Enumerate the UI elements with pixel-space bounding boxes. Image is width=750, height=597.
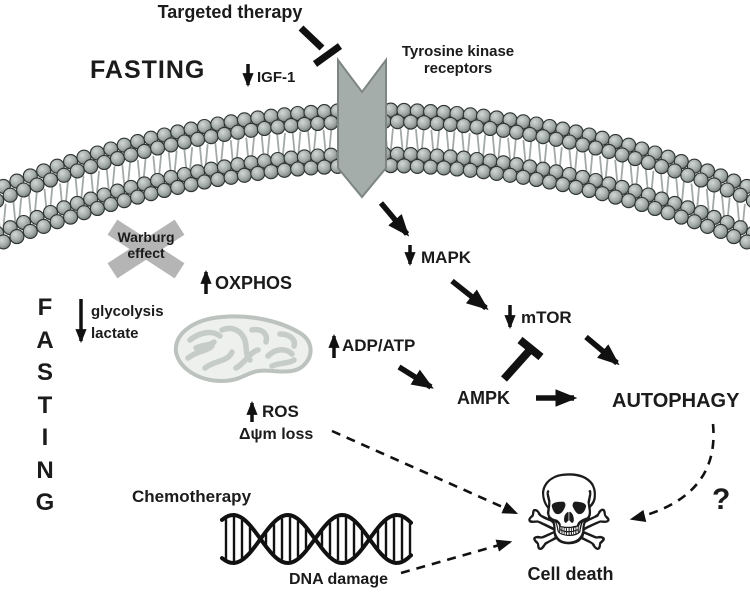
psi-m-loss-label: Δψm loss xyxy=(239,426,314,443)
cell-death-label: Cell death xyxy=(527,564,614,584)
membrane-lipid-tails xyxy=(0,128,746,230)
adp-to-ampk-arrow xyxy=(397,364,434,390)
receptor-to-mapk-arrow xyxy=(378,201,410,237)
tyrosine-kinase-receptor-icon xyxy=(337,57,387,199)
dna-helix-icon xyxy=(220,513,413,565)
warburg-x-icon xyxy=(107,219,185,279)
question-mark-label: ? xyxy=(712,483,731,516)
mtor-label: mTOR xyxy=(521,308,572,327)
oxphos-label: OXPHOS xyxy=(215,273,293,293)
dna-damage-to-cell-death-dashed-arrow xyxy=(400,539,513,575)
chemotherapy-label: Chemotherapy xyxy=(132,487,252,506)
dna-damage-label: DNA damage xyxy=(289,571,388,588)
tyrosine-kinase-receptors-label: Tyrosine kinase receptors xyxy=(401,43,515,77)
mapk-label: MAPK xyxy=(421,248,472,267)
autophagy-label: AUTOPHAGY xyxy=(612,390,740,412)
mitochondrion-icon xyxy=(173,314,313,384)
warburg-effect-label: Warburg effect xyxy=(117,229,175,261)
targeted-therapy-label: Targeted therapy xyxy=(157,2,303,22)
ros-label: ROS xyxy=(262,402,299,421)
mapk-to-mtor-arrow xyxy=(450,278,489,311)
ampk-inhibits-mtor-arrow xyxy=(501,336,544,382)
igf1-label: IGF-1 xyxy=(257,69,296,86)
adp-atp-label: ADP/ATP xyxy=(342,336,416,355)
skull-crossbones-icon: ☠ xyxy=(521,456,617,573)
fasting-vertical-label: F A S T I N G xyxy=(35,294,55,516)
autophagy-to-cell-death-dashed-arrow xyxy=(629,423,715,522)
mtor-to-autophagy-arrow xyxy=(584,334,620,366)
fasting-top-label: FASTING xyxy=(90,56,206,84)
glycolysis-lactate-label: glycolysis lactate xyxy=(91,303,164,342)
targeted-therapy-inhibition-arrow xyxy=(298,25,343,67)
ampk-label: AMPK xyxy=(457,388,510,408)
psi-loss-to-cell-death-dashed-arrow xyxy=(331,429,519,515)
